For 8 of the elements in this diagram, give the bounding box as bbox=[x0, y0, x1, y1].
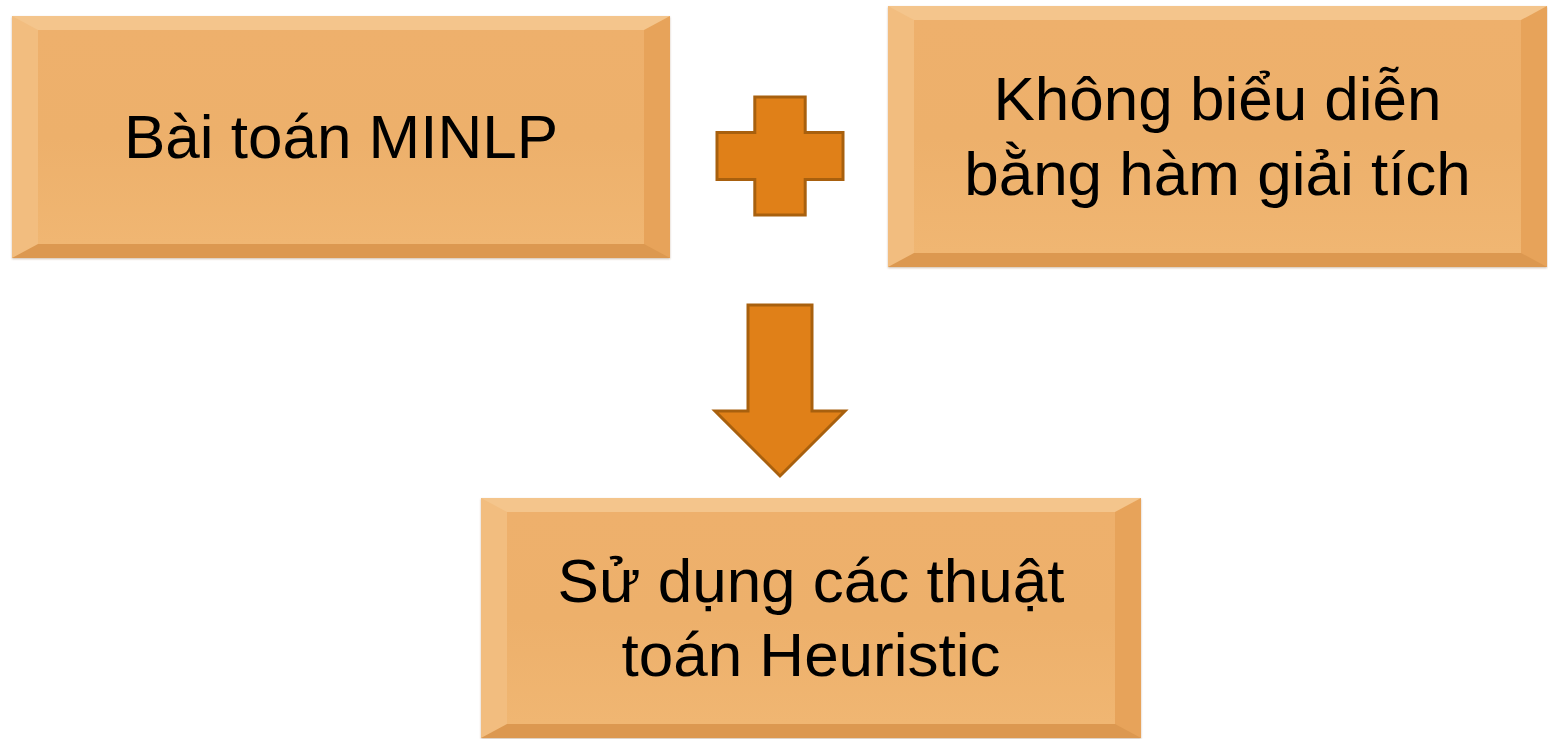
box-text: Sử dụng các thuật toán Heuristic bbox=[556, 544, 1066, 691]
box-text: Bài toán MINLP bbox=[123, 100, 559, 173]
block-arrow bbox=[711, 303, 849, 479]
process-box bbox=[888, 6, 1547, 267]
plus-sign bbox=[717, 97, 843, 215]
process-box bbox=[481, 498, 1141, 738]
box-text: Không biểu diễn bằng hàm giải tích bbox=[963, 63, 1472, 210]
process-box bbox=[12, 16, 670, 258]
